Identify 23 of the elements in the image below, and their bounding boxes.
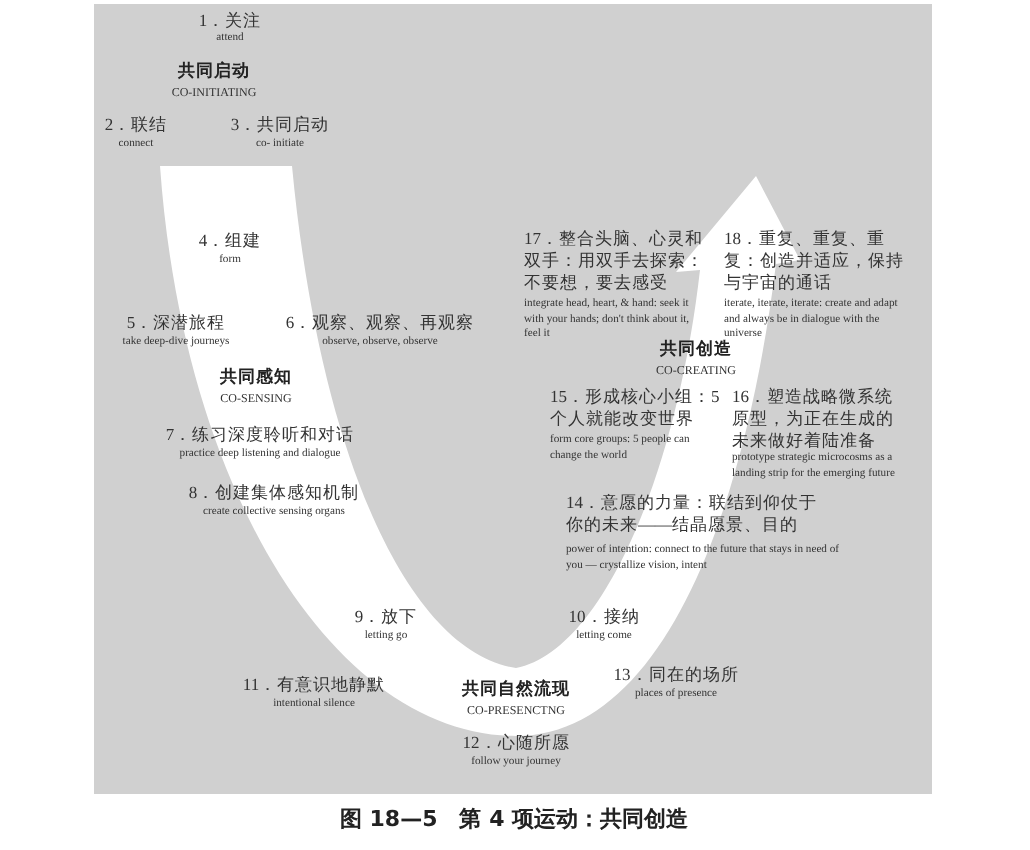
step-label: 11．有意识地静默 [242, 674, 386, 697]
step-label: 5．深潜旅程 [126, 312, 226, 335]
phase-heading: 共同创造 [660, 340, 732, 363]
step-label: 2．联结 [104, 114, 168, 137]
step-label: 16．塑造战略微系统原型，为正在生成的未来做好着陆准备 [732, 386, 896, 452]
step-label: 12．心随所愿 [462, 732, 570, 755]
step-label: 17．整合头脑、心灵和双手：用双手去探索：不要想，要去感受 [524, 228, 706, 295]
step-label: 18．重复、重复、重复：创造并适应，保持与宇宙的通话 [724, 228, 906, 295]
step-label: 8．创建集体感知机制 [188, 482, 360, 505]
phase-heading: 共同自然流现 [462, 680, 570, 703]
step-label: 15．形成核心小组：5个人就能改变世界 [550, 386, 722, 431]
step-label: 14．意愿的力量：联结到仰仗于你的未来——结晶愿景、目的 [566, 492, 819, 537]
step-label: 9．放下 [354, 606, 418, 629]
step-label: 3．共同启动 [230, 114, 330, 137]
step-label: 6．观察、观察、再观察 [285, 312, 475, 335]
figure-caption: 图 18—5 第 4 项运动：共同创造 [339, 804, 689, 834]
step-label: 10．接纳 [568, 606, 640, 629]
phase-heading: 共同启动 [178, 62, 250, 85]
step-label: 4．组建 [198, 230, 262, 253]
phase-heading: 共同感知 [220, 368, 292, 391]
step-label: 1．关注 [198, 10, 262, 32]
step-label: 13．同在的场所 [613, 664, 739, 687]
step-label: 7．练习深度聆听和对话 [165, 424, 355, 447]
